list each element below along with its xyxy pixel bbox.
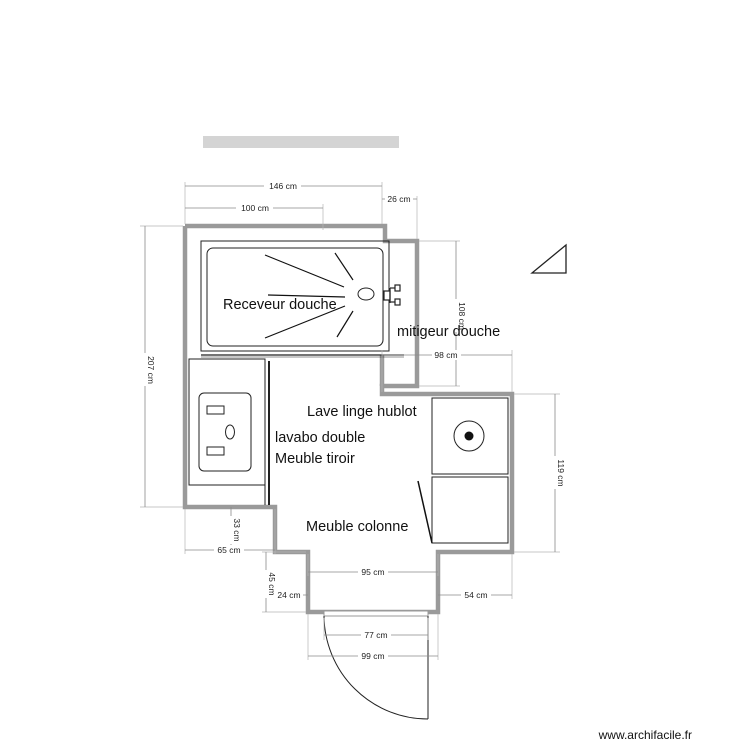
tap-left-icon <box>206 405 225 415</box>
dim-207: 207 cm <box>146 356 156 384</box>
column-cabinet <box>417 476 509 544</box>
label-column: Meuble colonne <box>306 519 408 535</box>
dim-26: 26 cm <box>387 194 410 204</box>
shower-tray <box>200 240 404 358</box>
label-washer: Lave linge hublot <box>307 404 417 420</box>
footer: www.archifacile.fr <box>599 726 692 744</box>
shower-drain-icon <box>357 287 375 301</box>
label-drawer: Meuble tiroir <box>275 451 355 467</box>
door <box>323 610 429 720</box>
door-swing-arc <box>323 615 429 720</box>
compass-triangle-icon <box>530 243 567 274</box>
dimension-labels: 146 cm 100 cm 26 cm 207 cm 108 cm 98 cm … <box>139 181 566 661</box>
label-mixer: mitigeur douche <box>397 324 500 340</box>
dim-98: 98 cm <box>434 350 457 360</box>
sink-drain-icon <box>225 424 235 440</box>
label-sink: lavabo double <box>275 430 365 446</box>
dim-146: 146 cm <box>269 181 297 191</box>
dim-100: 100 cm <box>241 203 269 213</box>
dim-24: 24 cm <box>277 590 300 600</box>
dim-99: 99 cm <box>361 651 384 661</box>
sink-cabinet <box>188 358 270 505</box>
dim-77: 77 cm <box>364 630 387 640</box>
label-shower: Receveur douche <box>223 297 337 313</box>
footer-url[interactable]: www.archifacile.fr <box>598 728 692 742</box>
dim-108: 108 cm <box>457 302 467 330</box>
title-placeholder-bar <box>203 136 399 148</box>
dimension-lines <box>140 182 560 660</box>
tap-right-icon <box>206 446 225 456</box>
dim-95: 95 cm <box>361 567 384 577</box>
washing-machine <box>431 397 509 475</box>
dim-45: 45 cm <box>267 572 277 595</box>
washer-drum-icon <box>464 431 474 441</box>
furniture-labels: Receveur douche mitigeur douche Lave lin… <box>223 297 500 535</box>
shower-mixer-icon <box>383 284 401 306</box>
dim-33: 33 cm <box>232 518 242 541</box>
dim-65: 65 cm <box>217 545 240 555</box>
dim-54: 54 cm <box>464 590 487 600</box>
dim-119: 119 cm <box>556 459 566 486</box>
